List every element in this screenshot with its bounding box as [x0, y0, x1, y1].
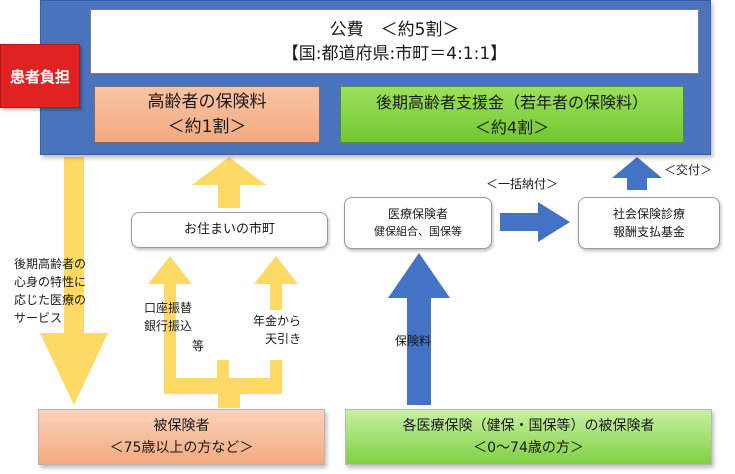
insured-elderly-subtitle: ＜75歳以上の方など＞ — [109, 440, 254, 456]
elderly-premium-box: 高齢者の保険料 ＜約1割＞ — [94, 86, 320, 143]
lump-sum-right-arrow — [500, 202, 570, 242]
municipality-label: お住まいの市町 — [183, 222, 275, 237]
account-transfer-line-2: 銀行振込 — [144, 319, 193, 333]
grant-label: ＜交付＞ — [664, 163, 713, 177]
account-transfer-up-arrow — [148, 256, 192, 360]
patient-burden-box: 患者負担 — [0, 44, 80, 108]
premium-label: 保険料 — [395, 334, 432, 348]
insured-elderly-title: 被保険者 — [153, 418, 210, 434]
medical-insurer-box: 医療保険者 健保組合、国保等 — [344, 197, 492, 249]
elderly-premium-title: 高齢者の保険料 — [147, 91, 267, 112]
services-label: 後期高齢者の 心身の特性に 応じた医療の サービス — [14, 255, 86, 327]
payment-fund-line2: 報酬支払基金 — [612, 225, 685, 239]
public-funds-box: 公費 ＜約5割＞ 【国:都道府県:市町＝4:1:1】 — [90, 9, 699, 74]
services-line-4: サービス — [14, 311, 63, 325]
premium-up-arrow — [192, 157, 266, 208]
support-fund-box: 後期高齢者支援金（若年者の保険料） ＜約4割＞ — [340, 86, 684, 143]
public-funds-ratio: 【国:都道府県:市町＝4:1:1】 — [281, 43, 508, 64]
pension-line-2: 天引き — [265, 332, 302, 346]
premium-blue-up-arrow — [388, 253, 450, 405]
account-transfer-line-1: 口座振替 — [144, 301, 193, 315]
insured-up-connector — [164, 360, 282, 408]
lump-sum-label: ＜一括納付＞ — [486, 177, 559, 191]
public-funds-title: 公費 ＜約5割＞ — [329, 19, 460, 40]
grant-up-arrow — [612, 157, 662, 190]
municipality-box: お住まいの市町 — [131, 212, 328, 248]
insured-elderly-box: 被保険者 ＜75歳以上の方など＞ — [38, 409, 325, 465]
pension-up-arrow — [254, 256, 298, 310]
pension-line-1: 年金から — [253, 314, 302, 328]
payment-fund-line1: 社会保険診療 — [612, 207, 685, 221]
payment-fund-box: 社会保険診療 報酬支払基金 — [578, 197, 720, 249]
insured-other-subtitle: ＜0～74歳の方＞ — [473, 440, 584, 456]
medical-insurer-line1: 医療保険者 — [387, 207, 448, 221]
insured-other-box: 各医療保険（健保・国保等）の被保険者 ＜0～74歳の方＞ — [345, 409, 712, 465]
etc-label: 等 — [192, 339, 205, 353]
patient-burden-label: 患者負担 — [9, 67, 70, 86]
services-line-3: 応じた医療の — [14, 293, 87, 307]
support-fund-title: 後期高齢者支援金（若年者の保険料） — [375, 92, 648, 112]
services-down-arrow — [40, 157, 108, 405]
medical-insurer-line2: 健保組合、国保等 — [374, 225, 462, 238]
elderly-premium-share: ＜約1割＞ — [167, 116, 247, 137]
services-line-1: 後期高齢者の — [14, 257, 87, 271]
pension-deduction-label: 年金から 天引き — [253, 312, 301, 348]
services-line-2: 心身の特性に — [14, 275, 87, 289]
account-transfer-label: 口座振替 銀行振込 — [144, 299, 192, 335]
support-fund-share: ＜約4割＞ — [474, 117, 550, 137]
insured-other-title: 各医療保険（健保・国保等）の被保険者 — [402, 418, 655, 434]
